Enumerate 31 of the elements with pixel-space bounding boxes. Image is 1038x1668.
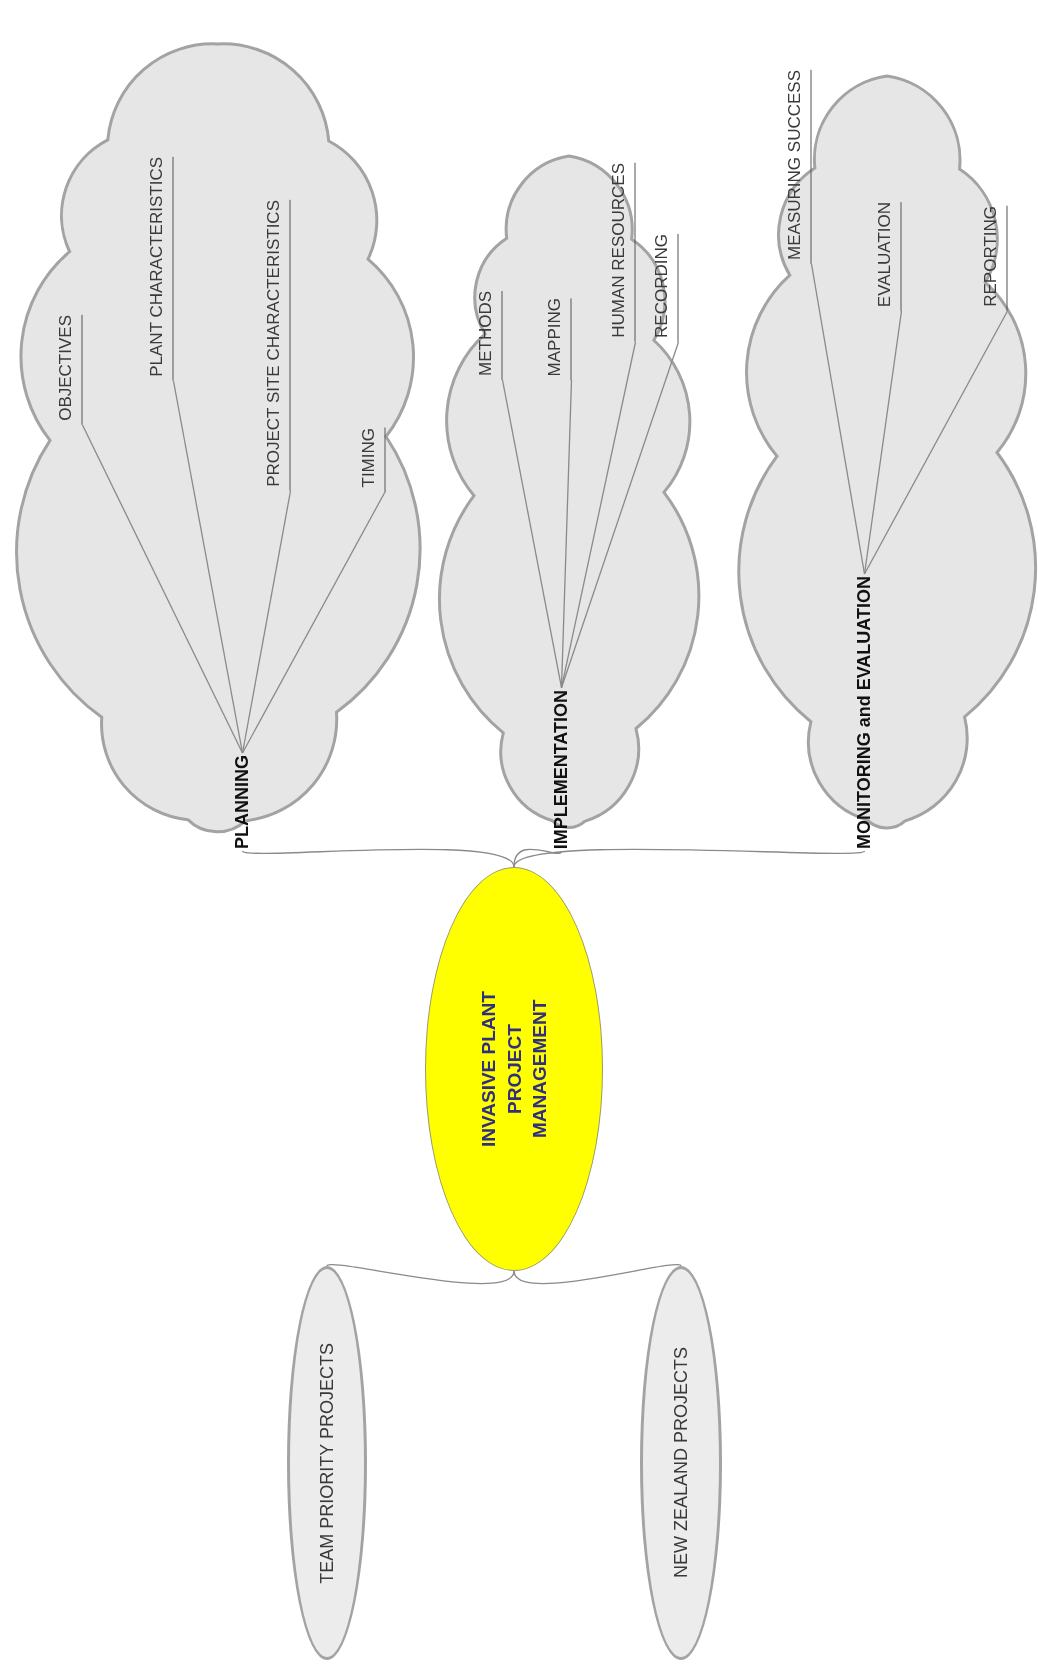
branch-item: REPORTING [978,206,1008,311]
branch-item: PLANT CHARACTERISTICS [144,157,174,381]
connector-line [81,424,244,754]
project-ellipse: TEAM PRIORITY PROJECTS [287,1266,367,1660]
branch-item: TIMING [356,427,386,491]
branch-item: MEASURING SUCCESS [782,70,812,264]
connector-line [241,490,387,754]
branch-item: RECORDING [649,234,679,342]
connector-line [513,848,866,868]
branch-item: MAPPING [542,297,572,380]
connector-line [513,1263,682,1285]
connector-line [326,1263,515,1285]
branch-item: OBJECTIVES [53,315,83,425]
branch-item: PROJECT SITE CHARACTERISTICS [261,200,291,491]
branch-item: METHODS [473,291,503,380]
connector-line [863,310,903,575]
branch-title: IMPLEMENTATION [548,687,575,851]
branch-item: HUMAN RESOURCES [606,163,636,342]
connector-line [501,379,563,689]
connector-line [810,263,866,575]
connector-line [560,341,637,689]
project-ellipse: NEW ZEALAND PROJECTS [640,1266,722,1660]
branch-item: EVALUATION [872,201,902,311]
connector-line [560,341,680,689]
connector-line [172,380,244,754]
topic-ellipse: INVASIVE PLANT PROJECT MANAGEMENT [425,867,603,1271]
branch-title: MONITORING and EVALUATION [851,574,878,851]
connector-line [513,848,563,868]
connector-line [863,310,1009,575]
connector-line [241,490,292,754]
branch-title: PLANNING [229,753,256,851]
